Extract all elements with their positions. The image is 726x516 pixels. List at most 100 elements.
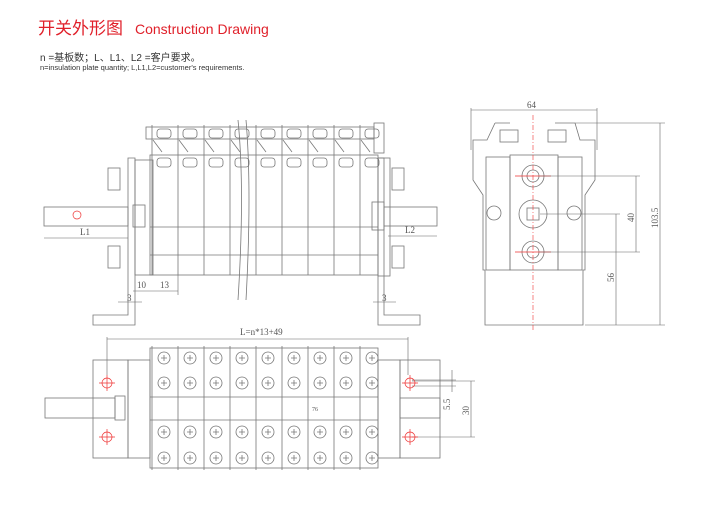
terminal-lower [364, 157, 380, 168]
screw-cross-icon [239, 380, 245, 386]
screw-cross-icon [317, 355, 323, 361]
screw-cross-icon [161, 355, 167, 361]
screw-icon [313, 451, 327, 465]
terminal-top [364, 128, 380, 139]
dim-10: 10 [137, 280, 147, 290]
screw-cross-icon [265, 355, 271, 361]
screw-cross-icon [187, 355, 193, 361]
dim-64: 64 [527, 100, 537, 110]
screw-cross-icon [343, 380, 349, 386]
screw-icon [209, 351, 223, 365]
right-shaft [383, 206, 438, 227]
left-mounting-bracket [92, 157, 136, 326]
screw-cross-icon [317, 380, 323, 386]
module-mark: 76 [312, 407, 318, 413]
note-chinese: n =基板数；L、L1、L2 =客户要求。 [40, 53, 201, 64]
screw-icon [183, 425, 197, 439]
screw-icon [339, 376, 353, 390]
terminal-top [286, 128, 302, 139]
dim-30: 30 [461, 406, 471, 416]
screw-icon [209, 376, 223, 390]
right-mount-plate [399, 359, 441, 459]
screw-icon [157, 351, 171, 365]
screw-cross-icon [291, 355, 297, 361]
top-body [149, 347, 379, 469]
dim-3-right: 3 [382, 293, 387, 303]
left-end-plate [127, 359, 151, 459]
side-panel [485, 156, 511, 271]
terminal-lead [152, 139, 163, 153]
dim-56: 56 [606, 273, 616, 283]
terminal-lower [338, 157, 354, 168]
screw-cross-icon [187, 455, 193, 461]
terminal-lead [256, 139, 267, 153]
screw-icon [313, 376, 327, 390]
screw-icon [365, 351, 379, 365]
screw-icon [235, 376, 249, 390]
switch-body [149, 154, 379, 276]
front-view: L1 L2 10 13 3 3 [43, 119, 438, 326]
screw-cross-icon [161, 455, 167, 461]
screw-icon [261, 451, 275, 465]
screw-icon [261, 351, 275, 365]
terminal-lower [208, 157, 224, 168]
terminal-top [312, 128, 328, 139]
left-shaft-collar [132, 204, 146, 228]
right-top-nut [391, 167, 405, 191]
screw-icon [287, 451, 301, 465]
screw-icon [365, 451, 379, 465]
screw-icon [183, 376, 197, 390]
top-clip [547, 129, 567, 143]
hole-centerline [99, 375, 115, 391]
dim-40: 40 [626, 213, 636, 223]
left-bottom-nut [107, 245, 121, 269]
terminal-lower [234, 157, 250, 168]
dim-5-5: 5.5 [442, 398, 452, 410]
side-view: 64 40 56 103.5 [470, 100, 665, 330]
side-panel [557, 156, 583, 271]
terminal-lower [260, 157, 276, 168]
terminal-top [260, 128, 276, 139]
terminal-lead [282, 139, 293, 153]
right-bottom-nut [391, 245, 405, 269]
terminal-lead [360, 139, 371, 153]
terminal-lead [204, 139, 215, 153]
terminal-top [234, 128, 250, 139]
center-panel [509, 154, 559, 271]
screw-icon [235, 351, 249, 365]
screw-cross-icon [291, 429, 297, 435]
screw-cross-icon [213, 380, 219, 386]
screw-cross-icon [187, 429, 193, 435]
screw-icon [339, 451, 353, 465]
screw-icon [261, 376, 275, 390]
side-screw-right [566, 205, 582, 221]
right-mounting-bracket [377, 157, 421, 326]
screw-icon [261, 425, 275, 439]
screw-cross-icon [291, 380, 297, 386]
screw-cross-icon [187, 380, 193, 386]
terminal-top [182, 128, 198, 139]
screw-icon [287, 351, 301, 365]
screw-icon [183, 351, 197, 365]
hole-centerline [99, 429, 115, 445]
screw-cross-icon [343, 355, 349, 361]
note-english: n=insulation plate quantity; L,L1,L2=cus… [40, 63, 245, 72]
screw-cross-icon [161, 429, 167, 435]
terminal-lead [230, 139, 241, 153]
hole-centerline [402, 375, 418, 391]
screw-icon [365, 376, 379, 390]
screw-cross-icon [265, 455, 271, 461]
terminal-top [338, 128, 354, 139]
screw-icon [235, 425, 249, 439]
terminal-top [208, 128, 224, 139]
left-end-plate [134, 159, 154, 276]
shaft-nut [114, 395, 126, 421]
break-line [237, 119, 242, 301]
side-outline [472, 122, 596, 326]
screw-cross-icon [213, 455, 219, 461]
terminal-lower [286, 157, 302, 168]
dim-L1: L1 [80, 227, 90, 237]
hole-centerline [402, 429, 418, 445]
screw-cross-icon [239, 455, 245, 461]
screw-icon [209, 451, 223, 465]
